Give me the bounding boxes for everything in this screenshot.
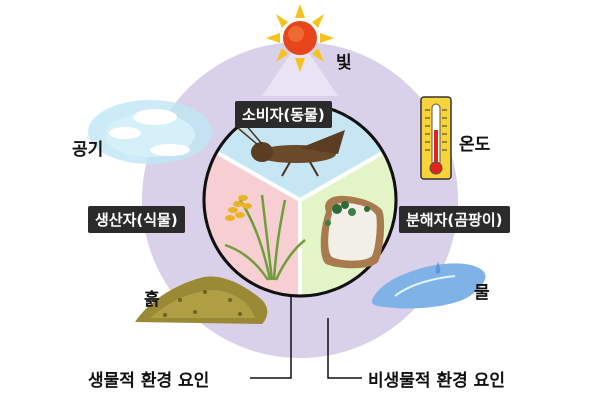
abiotic-leader-line: [327, 318, 362, 379]
cloud-icon: [88, 100, 212, 164]
label-soil: 흙: [144, 290, 160, 310]
label-producer: 생산자(식물): [88, 206, 185, 233]
rice-plant-icon: [224, 194, 306, 281]
label-temperature: 온도: [459, 135, 491, 155]
thermometer-icon: [420, 96, 452, 180]
label-consumer: 소비자(동물): [235, 101, 332, 128]
water-puddle-icon: [371, 262, 486, 309]
sun-icon: [266, 4, 334, 72]
label-water: 물: [474, 283, 490, 303]
grasshopper-icon: [237, 123, 345, 177]
label-decomposer: 분해자(곰팡이): [399, 206, 510, 233]
moldy-bread-icon: [320, 195, 385, 269]
legend-biotic-factors: 생물적 환경 요인: [88, 371, 210, 391]
label-air: 공기: [72, 140, 104, 160]
legend-abiotic-factors: 비생물적 환경 요인: [368, 371, 505, 391]
label-light: 빛: [336, 53, 352, 73]
soil-icon: [135, 276, 268, 324]
biotic-leader-line: [250, 296, 292, 379]
